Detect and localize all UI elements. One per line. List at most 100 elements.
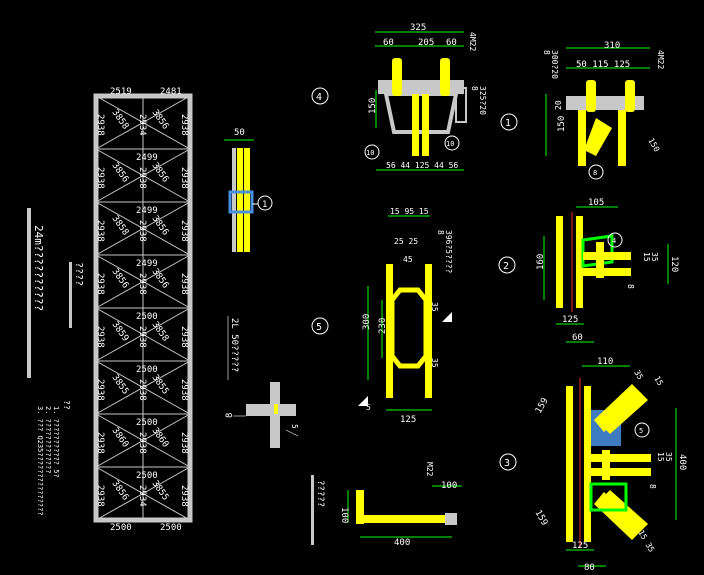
truss-diagonal-label: 3856	[110, 479, 131, 503]
detail-5-small-bottom: 35	[430, 358, 439, 368]
truss-vertical-label: 2938	[137, 326, 147, 348]
truss-top-chord-label: 2499	[136, 153, 158, 163]
detail-4-callout-b: 10	[446, 140, 454, 148]
detail-4-tag	[311, 87, 329, 105]
detail-5-top-dims: 15 95 15	[390, 207, 429, 216]
truss-diagonal-label: 3858	[110, 108, 131, 132]
title-underline	[27, 208, 31, 378]
detail-3-top: 110	[597, 357, 613, 367]
truss-top-label-1: 2519	[110, 87, 132, 97]
detail-3-tag	[499, 453, 517, 471]
anchor-length-label: 400	[394, 538, 410, 548]
anchor-bolt-label: M22	[425, 462, 434, 477]
detail-3-br: 15 35	[636, 529, 656, 555]
detail-1-plate: 300?20	[550, 50, 559, 79]
detail-3-bottom-a: 125	[572, 541, 588, 551]
truss-bottom-label-1: 2500	[110, 523, 132, 533]
detail-1-weld: 8	[542, 50, 551, 55]
truss-left-chord-label: 2938	[95, 114, 105, 136]
detail-2-right-c: 120	[669, 256, 679, 272]
detail-1-bolt: 4M22	[656, 50, 665, 69]
truss-vertical-label: 2934	[137, 114, 147, 136]
detail-3-right: 400	[677, 454, 687, 470]
truss-top-chord-label: 2500	[136, 312, 158, 322]
truss-left-chord-label: 2938	[95, 485, 105, 507]
detail-4-weld: 8	[470, 86, 479, 91]
detail-4-bolt: 4M22	[468, 32, 477, 51]
detail-5-number: 5	[316, 322, 322, 333]
detail-3-mid-a: 15	[656, 452, 665, 462]
detail-5-weld-small: 5	[366, 403, 371, 412]
detail-3: 3 110 35 15 159 159 400 15 35 8 125 80 1…	[499, 357, 687, 573]
detail-1-height: 150	[557, 116, 567, 132]
truss-vertical-label: 2938	[137, 167, 147, 189]
detail-2-right-b: 35	[650, 252, 659, 262]
detail-4-plate: 325?20	[478, 86, 487, 115]
detail-4: 4 325 60 205 60 4M22 325?20 8 150 56 44 …	[311, 23, 487, 171]
truss-vertical-label: 2938	[137, 220, 147, 242]
detail-3-t1: 35	[632, 369, 645, 382]
detail-5-width: 125	[400, 415, 416, 425]
detail-1-small: 20	[554, 100, 563, 110]
detail-4-part-2: 205	[418, 38, 434, 48]
truss-right-chord-label: 2938	[179, 220, 189, 242]
truss-diagonal-label: 3858	[110, 214, 131, 238]
detail-3-left2: 159	[532, 509, 549, 528]
detail-5-inner: 25 25	[394, 237, 418, 246]
detail-1-number: 1	[505, 118, 511, 129]
detail-2-bottom-b: 60	[572, 333, 583, 343]
truss-diagonal-label: 3856	[110, 161, 131, 185]
detail-3-number: 3	[504, 458, 510, 469]
section-callout-circle	[257, 195, 273, 211]
truss-left-chord-label: 2938	[95, 167, 105, 189]
truss-diagonal-label: 3856	[110, 267, 131, 291]
truss-right-chord-label: 2938	[179, 485, 189, 507]
general-notes: ?? 1. ??????????? 5? 2. ????????????? 3.…	[36, 400, 71, 516]
detail-1-width: 310	[604, 41, 620, 51]
detail-4-part-3: 60	[446, 38, 457, 48]
subtitle-underline	[69, 262, 72, 328]
truss-left-chord-label: 2938	[95, 432, 105, 454]
truss-vertical-label: 2938	[137, 273, 147, 295]
truss-top-chord-label: 2499	[136, 206, 158, 216]
truss-right-chord-label: 2938	[179, 273, 189, 295]
truss-diagonal-label: 3859	[110, 320, 131, 344]
detail-5-gap: 45	[403, 255, 413, 264]
detail-2-callout: 4	[612, 237, 616, 245]
truss-top-chord-label: 2500	[136, 365, 158, 375]
truss-right-chord-label: 2938	[179, 114, 189, 136]
notes-title: ??	[62, 400, 71, 410]
notes-line-2: 2. ?????????????	[44, 406, 52, 473]
detail-2-top: 105	[588, 198, 604, 208]
detail-4-part-1: 60	[383, 38, 394, 48]
truss-vertical-label: 2938	[137, 432, 147, 454]
detail-4-height: 150	[368, 98, 378, 114]
side-note: ?????	[315, 480, 325, 507]
truss-bottom-label-2: 2500	[160, 523, 182, 533]
detail-5-tag	[311, 317, 329, 335]
detail-3-mid-b: 35	[664, 452, 673, 462]
detail-5-height-2: 230	[378, 318, 388, 334]
detail-4-bottom: 56 44 125 44 56	[386, 161, 458, 170]
detail-2-number: 2	[503, 261, 509, 272]
detail-2-tag	[498, 256, 516, 274]
detail-1-callout: 8	[593, 169, 597, 177]
truss-title: 24m??????????	[32, 225, 45, 311]
detail-5: 5 15 95 15 25 25 45 396?5???? 8 300 230 …	[311, 207, 453, 425]
section-callout: 1	[262, 200, 267, 210]
section-width-label: 50	[234, 128, 245, 138]
truss-diagonal-label: 3860	[110, 426, 131, 450]
detail-2-bottom-a: 125	[562, 315, 578, 325]
weld-size: 5	[290, 424, 299, 429]
anchor-bolt-detail: 100 400 100 M22	[339, 462, 462, 548]
detail-5-height-1: 300	[362, 314, 372, 330]
detail-1: 1 310 50 115 125 4M22 300?20 8 150 20 15…	[500, 41, 665, 180]
truss-right-chord-label: 2938	[179, 326, 189, 348]
truss-left-chord-label: 2938	[95, 273, 105, 295]
detail-3-callout: 5	[639, 427, 643, 435]
detail-4-callout-a: 10	[366, 149, 374, 157]
truss-top-chord-label: 2500	[136, 418, 158, 428]
notes-line-3: 3. ??? Q235???????????????	[36, 406, 44, 516]
